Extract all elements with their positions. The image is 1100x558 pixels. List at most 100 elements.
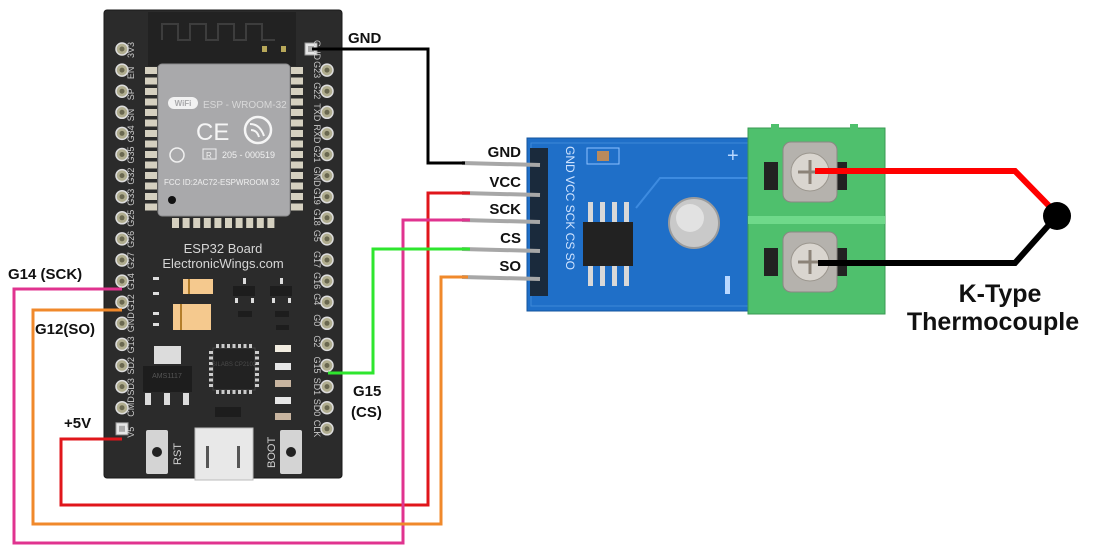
board-brand: ElectronicWings.com bbox=[162, 256, 283, 271]
pin-g13[interactable]: G13 bbox=[115, 336, 136, 353]
plus-mark: + bbox=[727, 145, 739, 167]
annotations: GND G14 (SCK) G12(SO) +5V G15 (CS) K-Typ… bbox=[8, 30, 1079, 432]
pin-g12[interactable]: G12 bbox=[115, 294, 136, 311]
g15-label: G15 bbox=[353, 383, 381, 400]
pin-g33[interactable]: G33 bbox=[115, 189, 136, 206]
pin-label: G32 bbox=[126, 168, 136, 185]
pin-sd0[interactable]: SD0 bbox=[312, 399, 334, 417]
pin-gnd[interactable]: GND bbox=[312, 167, 334, 188]
pin-label: SD2 bbox=[126, 357, 136, 375]
pin-g35[interactable]: G35 bbox=[115, 146, 136, 164]
wires bbox=[12, 47, 1071, 545]
thermocouple-label-line2: Thermocouple bbox=[907, 308, 1079, 336]
pin-sd2[interactable]: SD2 bbox=[115, 357, 136, 375]
header-pin-sck[interactable] bbox=[461, 218, 541, 224]
pin-label: V5 bbox=[126, 427, 136, 438]
right-pin-header: GNDG23G22TXDRXDG21GNDG19G18G5G17G16G4G0G… bbox=[304, 40, 334, 438]
pin-label: G16 bbox=[312, 272, 322, 289]
pin-g21[interactable]: G21 bbox=[312, 146, 334, 163]
pin-g17[interactable]: G17 bbox=[312, 251, 334, 268]
cap-outline bbox=[586, 147, 620, 165]
pin-label: SP bbox=[126, 88, 136, 100]
rst-button[interactable] bbox=[146, 430, 168, 474]
pin-g27[interactable]: G27 bbox=[115, 252, 136, 269]
pin-label: RXD bbox=[312, 124, 322, 144]
board-name: ESP32 Board bbox=[184, 241, 263, 256]
gnd-wire bbox=[312, 47, 465, 165]
pin-label: G23 bbox=[312, 61, 322, 78]
pin-g18[interactable]: G18 bbox=[312, 209, 334, 226]
pin-label: G21 bbox=[312, 146, 322, 163]
pin-g15[interactable]: G15 bbox=[312, 357, 334, 374]
thermocouple-label-line1: K-Type bbox=[959, 280, 1042, 308]
pin-g16[interactable]: G16 bbox=[312, 272, 334, 289]
sck-wire bbox=[12, 218, 470, 545]
pin-g23[interactable]: G23 bbox=[312, 61, 334, 78]
header-pin-so[interactable] bbox=[461, 275, 541, 281]
module-fcc: FCC ID:2AC72-ESPWROOM 32 bbox=[164, 178, 280, 187]
module-pin-label-cs: CS bbox=[500, 230, 521, 247]
pin-g14[interactable]: G14 bbox=[115, 273, 136, 290]
pin-label: G19 bbox=[312, 188, 322, 205]
max6675-pcb bbox=[526, 137, 758, 312]
header-pin-cs[interactable] bbox=[461, 247, 541, 253]
pin-g26[interactable]: G26 bbox=[115, 231, 136, 248]
pin-label: SD0 bbox=[312, 399, 322, 417]
pin-g32[interactable]: G32 bbox=[115, 168, 136, 185]
pin-3v3[interactable]: 3V3 bbox=[115, 42, 136, 58]
svg-text:WiFi: WiFi bbox=[175, 99, 192, 108]
micro-usb-port[interactable] bbox=[194, 427, 254, 481]
module-pin-label-gnd: GND bbox=[488, 144, 522, 161]
header-pin-gnd[interactable] bbox=[461, 161, 541, 167]
pin-gnd[interactable]: GND bbox=[115, 312, 136, 333]
terminal-tab bbox=[850, 124, 858, 130]
cs-wire bbox=[328, 247, 470, 375]
pin-rxd[interactable]: RXD bbox=[312, 124, 334, 144]
pin-label: SD3 bbox=[126, 378, 136, 396]
terminal-screw-top[interactable] bbox=[764, 141, 847, 203]
pin-en[interactable]: EN bbox=[115, 63, 136, 79]
pin-g5[interactable]: G5 bbox=[312, 230, 334, 246]
pin-label: G13 bbox=[126, 336, 136, 353]
screw-terminal-block bbox=[747, 124, 886, 315]
so-wire bbox=[31, 275, 468, 526]
pin-v5[interactable]: V5 bbox=[115, 422, 136, 438]
g15-cs-label: (CS) bbox=[351, 404, 382, 421]
pin-sd1[interactable]: SD1 bbox=[312, 378, 334, 396]
module-pads-left bbox=[145, 67, 157, 211]
pin-sd3[interactable]: SD3 bbox=[115, 378, 136, 396]
pin-cmd[interactable]: CMD bbox=[115, 396, 136, 417]
pin-label: 3V3 bbox=[126, 42, 136, 58]
boot-button[interactable] bbox=[280, 430, 302, 474]
pin-label: G15 bbox=[312, 357, 322, 374]
pin-g25[interactable]: G25 bbox=[115, 210, 136, 227]
pin-label: CMD bbox=[126, 396, 136, 417]
antenna-trace bbox=[161, 23, 275, 41]
pin-sp[interactable]: SP bbox=[115, 84, 136, 100]
pin-sn[interactable]: SN bbox=[115, 105, 136, 122]
module-reg: 205 - 000519 bbox=[222, 150, 275, 160]
pin1-dot bbox=[168, 196, 176, 204]
pin-label: SN bbox=[126, 109, 136, 122]
pin-g19[interactable]: G19 bbox=[312, 188, 334, 205]
pin-g0[interactable]: G0 bbox=[312, 314, 334, 331]
terminal-tab bbox=[771, 124, 779, 130]
pin-g34[interactable]: G34 bbox=[115, 125, 136, 142]
reg-box bbox=[202, 148, 217, 160]
max6675-module: GND VCC SCK CS SO + bbox=[526, 137, 758, 312]
reg-r-mark: R bbox=[206, 151, 212, 160]
pin-g22[interactable]: G22 bbox=[312, 82, 334, 99]
header-pin-vcc[interactable] bbox=[461, 191, 541, 197]
antenna-pad bbox=[281, 46, 286, 52]
pin-label: G14 bbox=[126, 273, 136, 290]
pin-g2[interactable]: G2 bbox=[312, 335, 334, 352]
thermo-positive-wire bbox=[815, 168, 1058, 215]
pin-label: SD1 bbox=[312, 378, 322, 396]
smd-components bbox=[153, 277, 292, 420]
pin-clk[interactable]: CLK bbox=[312, 420, 334, 438]
pin-txd[interactable]: TXD bbox=[312, 103, 334, 122]
telec-mark-icon bbox=[169, 147, 185, 163]
pin-g4[interactable]: G4 bbox=[312, 293, 334, 309]
